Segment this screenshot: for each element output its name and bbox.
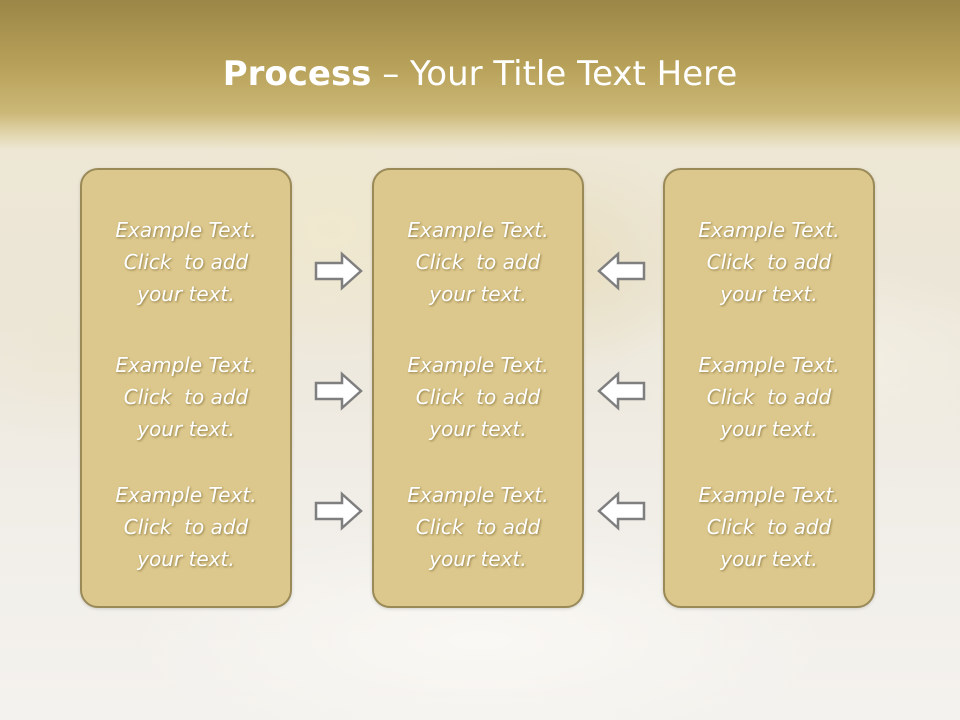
text-placeholder[interactable]: Example Text. Click to add your text. bbox=[82, 214, 290, 310]
text-line: Example Text. bbox=[698, 218, 840, 242]
text-line: Click to add bbox=[415, 250, 541, 274]
text-line: Click to add bbox=[415, 385, 541, 409]
text-line: your text. bbox=[720, 417, 818, 441]
right-arrow-icon[interactable] bbox=[314, 251, 364, 291]
title-rest: – Your Title Text Here bbox=[371, 54, 738, 94]
text-placeholder[interactable]: Example Text. Click to add your text. bbox=[374, 349, 582, 445]
text-placeholder[interactable]: Example Text. Click to add your text. bbox=[374, 214, 582, 310]
text-line: Example Text. bbox=[115, 218, 257, 242]
text-line: your text. bbox=[429, 547, 527, 571]
text-placeholder[interactable]: Example Text. Click to add your text. bbox=[665, 479, 873, 575]
text-line: Example Text. bbox=[407, 483, 549, 507]
text-placeholder[interactable]: Example Text. Click to add your text. bbox=[82, 349, 290, 445]
text-placeholder[interactable]: Example Text. Click to add your text. bbox=[82, 479, 290, 575]
text-placeholder[interactable]: Example Text. Click to add your text. bbox=[374, 479, 582, 575]
text-line: Click to add bbox=[123, 385, 249, 409]
text-line: Example Text. bbox=[115, 353, 257, 377]
title-bold: Process bbox=[222, 54, 372, 94]
left-arrow-icon[interactable] bbox=[596, 491, 646, 531]
text-line: Example Text. bbox=[698, 353, 840, 377]
left-arrow-icon[interactable] bbox=[596, 371, 646, 411]
text-line: Example Text. bbox=[698, 483, 840, 507]
text-line: Click to add bbox=[706, 250, 832, 274]
text-line: Click to add bbox=[706, 515, 832, 539]
text-line: your text. bbox=[137, 417, 235, 441]
right-arrow-icon[interactable] bbox=[314, 371, 364, 411]
process-box-left[interactable]: Example Text. Click to add your text. Ex… bbox=[80, 168, 292, 608]
text-line: Click to add bbox=[415, 515, 541, 539]
text-line: Click to add bbox=[123, 515, 249, 539]
text-line: Example Text. bbox=[407, 353, 549, 377]
text-placeholder[interactable]: Example Text. Click to add your text. bbox=[665, 349, 873, 445]
text-line: your text. bbox=[720, 282, 818, 306]
text-line: your text. bbox=[137, 282, 235, 306]
slide-title[interactable]: Process – Your Title Text Here bbox=[0, 50, 960, 98]
left-arrow-icon[interactable] bbox=[596, 251, 646, 291]
text-placeholder[interactable]: Example Text. Click to add your text. bbox=[665, 214, 873, 310]
text-line: your text. bbox=[137, 547, 235, 571]
text-line: Click to add bbox=[123, 250, 249, 274]
right-arrow-icon[interactable] bbox=[314, 491, 364, 531]
text-line: Click to add bbox=[706, 385, 832, 409]
text-line: your text. bbox=[429, 417, 527, 441]
title-band bbox=[0, 0, 960, 150]
text-line: Example Text. bbox=[407, 218, 549, 242]
text-line: your text. bbox=[720, 547, 818, 571]
process-box-right[interactable]: Example Text. Click to add your text. Ex… bbox=[663, 168, 875, 608]
text-line: Example Text. bbox=[115, 483, 257, 507]
text-line: your text. bbox=[429, 282, 527, 306]
process-box-center[interactable]: Example Text. Click to add your text. Ex… bbox=[372, 168, 584, 608]
